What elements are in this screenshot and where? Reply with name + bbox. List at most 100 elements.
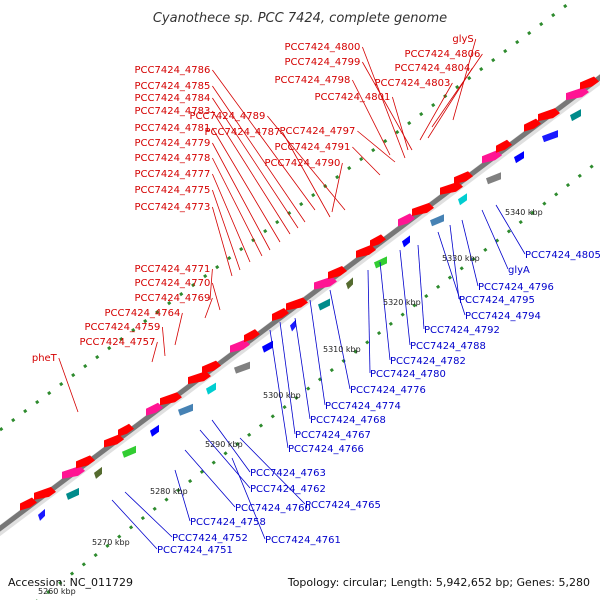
reverse-leader-line: [239, 437, 306, 505]
accession-text: Accession: NC_011729: [8, 576, 133, 589]
forward-gene-arrow: [398, 213, 415, 227]
reverse-leader-line: [199, 429, 251, 489]
forward-gene-label: PCC7424_4801: [314, 92, 390, 103]
forward-gene-labels: PCC7424_4800PCC7424_4806glySPCC7424_4799…: [32, 34, 483, 413]
reverse-leader-line: [124, 491, 173, 538]
scale-label: 5340 kbp: [505, 208, 543, 217]
forward-gene-label: PCC7424_4804: [394, 63, 470, 74]
forward-gene-arrow: [580, 76, 599, 90]
forward-gene-label: PCC7424_4798: [274, 75, 350, 86]
forward-gene-arrow: [538, 108, 560, 122]
scale-label: 5290 kbp: [205, 440, 243, 449]
reverse-gene-arrow: [374, 256, 387, 269]
reverse-gene-label: PCC7424_4788: [410, 341, 486, 352]
forward-gene-arrow: [230, 339, 250, 353]
forward-gene-label: PCC7424_4764: [104, 308, 180, 319]
forward-gene-label: PCC7424_4757: [79, 337, 155, 348]
forward-gene-arrow: [160, 392, 182, 406]
reverse-leader-line: [437, 231, 466, 316]
forward-leader-line: [352, 79, 391, 156]
reverse-leader-line: [495, 204, 526, 255]
forward-leader-line: [362, 61, 413, 151]
forward-leader-line: [212, 127, 281, 243]
reverse-gene-label: PCC7424_4794: [465, 311, 541, 322]
forward-gene-label: PCC7424_4771: [134, 264, 210, 275]
forward-leader-line: [212, 85, 306, 223]
reverse-gene-label: PCC7424_4796: [478, 282, 554, 293]
scale-label: 5270 kbp: [92, 538, 130, 547]
reverse-leader-line: [417, 244, 425, 330]
forward-gene-label: PCC7424_4800: [284, 42, 360, 53]
reverse-gene-label: PCC7424_4762: [250, 484, 326, 495]
forward-gene-arrow: [20, 497, 37, 511]
forward-gene-label: PCC7424_4797: [279, 126, 355, 137]
forward-gene-label: PCC7424_4770: [134, 278, 210, 289]
forward-gene-arrow: [370, 234, 386, 248]
reverse-gene-arrow: [66, 487, 79, 500]
forward-leader-line: [427, 67, 473, 139]
forward-gene-arrow: [202, 360, 221, 374]
forward-gene-label: PCC7424_4777: [134, 169, 210, 180]
reverse-gene-arrow: [178, 403, 193, 416]
reverse-leader-line: [174, 469, 191, 522]
forward-gene-label: PCC7424_4786: [134, 65, 210, 76]
forward-gene-label: PCC7424_4769: [134, 293, 210, 304]
forward-gene-arrow: [76, 455, 95, 469]
map-title: Cyanothece sp. PCC 7424, complete genome: [153, 11, 447, 26]
reverse-leader-line: [367, 269, 371, 374]
genome-summary-text: Topology: circular; Length: 5,942,652 bp…: [287, 576, 590, 589]
forward-gene-label: PCC7424_4785: [134, 81, 210, 92]
reverse-leader-line: [211, 419, 251, 473]
forward-gene-arrow: [118, 423, 134, 437]
reverse-gene-label: PCC7424_4805: [525, 250, 600, 261]
forward-gene-label: PCC7424_4779: [134, 138, 210, 149]
reverse-gene-label: PCC7424_4776: [350, 385, 426, 396]
forward-leader-line: [212, 282, 221, 311]
forward-gene-label: PCC7424_4791: [274, 142, 350, 153]
reverse-gene-arrow: [206, 382, 216, 395]
scale-label: 5260 kbp: [38, 587, 76, 596]
forward-leader-line: [212, 157, 263, 257]
forward-gene-arrow: [566, 87, 589, 101]
scale-label: 5310 kbp: [323, 345, 361, 354]
forward-leader-line: [392, 96, 409, 151]
reverse-gene-labels: PCC7424_4805glyAPCC7424_4796PCC7424_4795…: [111, 204, 600, 556]
scale-label: 5330 kbp: [442, 254, 480, 263]
forward-leader-line: [212, 110, 291, 235]
reverse-gene-arrow: [542, 130, 558, 143]
forward-gene-label: PCC7424_4781: [134, 123, 210, 134]
forward-leader-line: [209, 268, 213, 301]
forward-leader-line: [212, 206, 233, 277]
scale-label: 5300 kbp: [263, 391, 301, 400]
reverse-gene-label: PCC7424_4774: [325, 401, 401, 412]
forward-leader-line: [362, 46, 406, 159]
forward-gene-arrow: [34, 486, 56, 500]
reverse-gene-arrow: [430, 214, 444, 227]
reverse-strand-genes: [38, 109, 581, 521]
forward-gene-label: PCC7424_4773: [134, 202, 210, 213]
reverse-gene-arrow: [514, 151, 524, 164]
reverse-gene-arrow: [290, 319, 296, 332]
reverse-leader-line: [269, 329, 289, 449]
tick-track-inner: [35, 158, 600, 600]
reverse-gene-label: PCC7424_4761: [265, 535, 341, 546]
forward-gene-arrow: [272, 308, 289, 322]
reverse-gene-arrow: [234, 361, 250, 374]
forward-gene-label: PCC7424_4799: [284, 57, 360, 68]
reverse-gene-label: PCC7424_4758: [190, 517, 266, 528]
reverse-gene-arrow: [458, 193, 467, 206]
reverse-gene-label: PCC7424_4752: [172, 533, 248, 544]
forward-leader-line: [58, 357, 79, 413]
reverse-leader-line: [379, 261, 391, 361]
reverse-leader-line: [231, 457, 266, 540]
forward-gene-arrow: [496, 139, 512, 153]
scale-label: 5280 kbp: [150, 487, 188, 496]
forward-gene-label: pheT: [32, 353, 58, 364]
reverse-gene-label: PCC7424_4795: [459, 295, 535, 306]
reverse-gene-label: PCC7424_4760: [235, 503, 311, 514]
forward-gene-arrow: [356, 244, 376, 258]
forward-gene-arrow: [412, 202, 434, 216]
forward-leader-line: [267, 115, 346, 211]
forward-gene-label: PCC7424_4806: [404, 49, 480, 60]
